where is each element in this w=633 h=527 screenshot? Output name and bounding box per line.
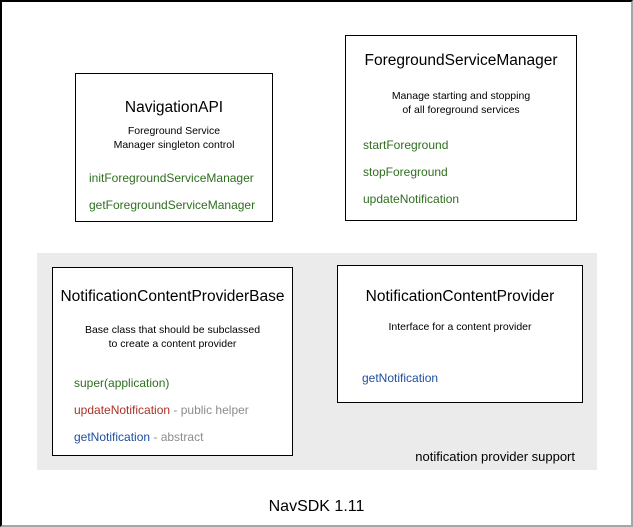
class-title: NavigationAPI [124,99,224,116]
class-title: NotificationContentProviderBase [60,288,285,305]
description-line: to create a content provider [108,337,237,350]
class-description: Manage starting and stopping of all fore… [346,90,576,117]
method-item: updateNotification - public helper [74,403,292,417]
class-title: ForegroundServiceManager [364,52,558,69]
description-line: Interface for a content provider [388,321,532,333]
method-name: getNotification [362,370,439,385]
class-description: Base class that should be subclassed to … [53,324,292,351]
method-list: getNotification [362,371,582,385]
method-list: super(application) updateNotification - … [74,376,292,444]
group-label: notification provider support [415,449,575,464]
notification-provider-group: NotificationContentProviderBase Base cla… [37,253,597,470]
description-line: Manage starting and stopping [391,90,531,102]
class-box-notification-content-provider: NotificationContentProvider Interface fo… [337,265,583,403]
class-box-navigation-api: NavigationAPI Foreground Service Manager… [75,73,273,222]
class-title: NotificationContentProvider [365,288,555,305]
method-item: initForegroundServiceManager [89,171,272,185]
method-name: updateNotification [363,192,460,206]
method-item: stopForeground [363,165,576,179]
method-list: startForeground stopForeground updateNot… [363,138,576,206]
method-name: getForegroundServiceManager [89,198,256,212]
sdk-version-label: NavSDK 1.11 [268,498,365,515]
class-description: Foreground Service Manager singleton con… [76,125,272,152]
description-line: of all foreground services [402,103,520,116]
method-name: updateNotification [74,403,171,417]
method-name: startForeground [363,138,449,152]
method-list: initForegroundServiceManager getForegrou… [89,171,272,212]
method-item: startForeground [363,138,576,152]
method-name: getNotification [74,430,151,444]
method-name: initForegroundServiceManager [89,171,254,185]
class-description: Interface for a content provider [338,321,582,335]
method-item: getNotification [362,371,582,385]
method-annotation: - public helper [170,403,249,417]
class-box-notification-content-provider-base: NotificationContentProviderBase Base cla… [52,267,293,456]
method-name: stopForeground [363,165,448,179]
class-box-foreground-service-manager: ForegroundServiceManager Manage starting… [345,35,577,221]
description-line: Manager singleton control [113,138,235,151]
method-item: getForegroundServiceManager [89,198,272,212]
description-line: Foreground Service [127,125,221,137]
method-item: updateNotification [363,192,576,206]
method-item: super(application) [74,376,292,390]
method-name: super(application) [74,376,170,390]
description-line: Base class that should be subclassed [84,324,261,336]
method-annotation: - abstract [150,430,204,444]
method-item: getNotification - abstract [74,430,292,444]
